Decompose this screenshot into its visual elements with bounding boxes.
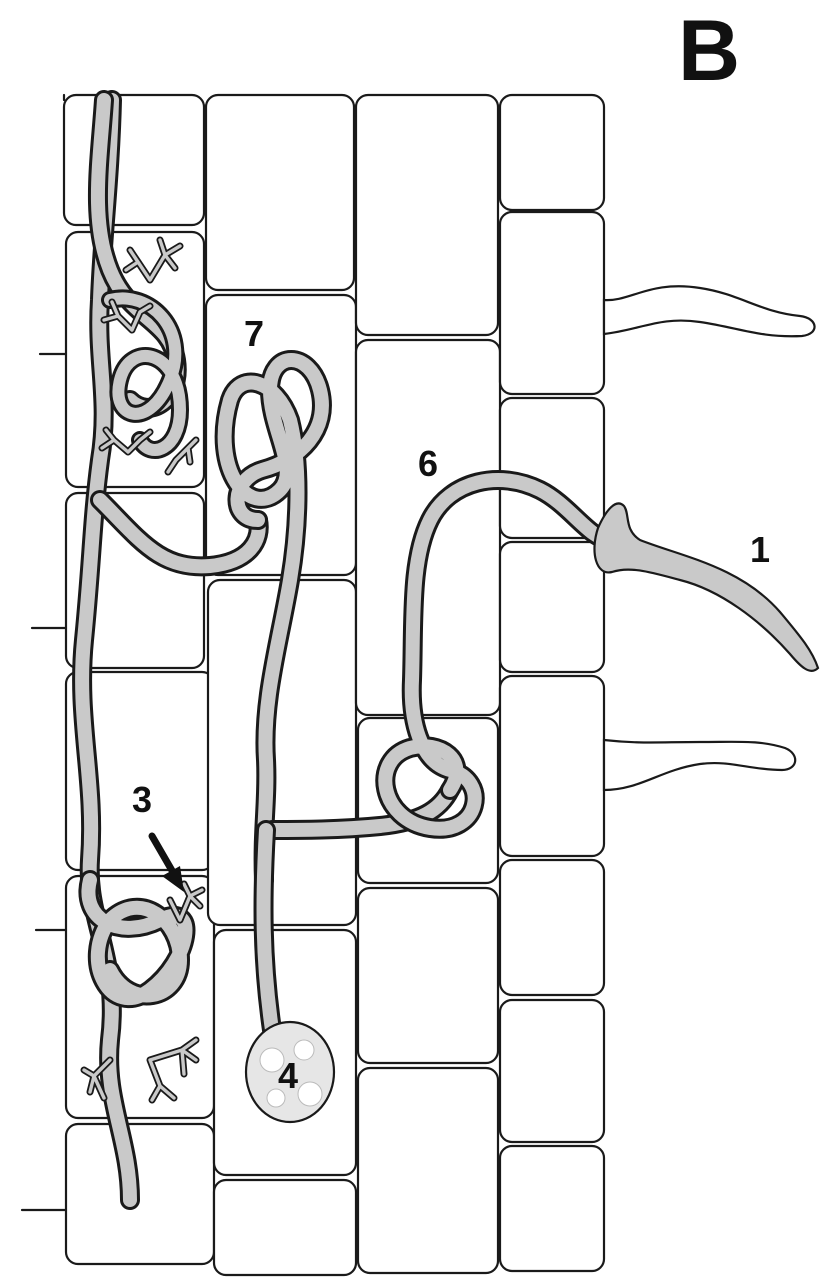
root-cell xyxy=(214,1180,356,1275)
root-cell xyxy=(358,1068,498,1273)
root-cell xyxy=(66,1124,214,1264)
extraradical-hypha xyxy=(594,503,818,670)
root-cell xyxy=(500,860,604,995)
root-hair xyxy=(604,740,795,790)
root-cell xyxy=(358,888,498,1063)
panel-label: B xyxy=(678,3,740,99)
label-extraradical-hypha: 1 xyxy=(750,529,770,570)
root-cell xyxy=(500,212,604,394)
root-cell xyxy=(500,1146,604,1271)
vesicle-lipid xyxy=(298,1082,322,1106)
label-intercellular-hypha: 6 xyxy=(418,443,438,484)
root-cell xyxy=(206,95,354,290)
root-cell xyxy=(356,95,498,335)
root-cell xyxy=(500,676,604,856)
root-cell xyxy=(500,542,604,672)
root-hair xyxy=(604,286,815,336)
label-arbuscule: 3 xyxy=(132,779,152,820)
label-coil: 7 xyxy=(244,313,264,354)
root-cell xyxy=(64,95,204,225)
label-vesicle: 4 xyxy=(278,1055,298,1096)
hypha-strand xyxy=(264,830,272,1030)
root-cell xyxy=(500,95,604,210)
root-cell xyxy=(500,1000,604,1142)
